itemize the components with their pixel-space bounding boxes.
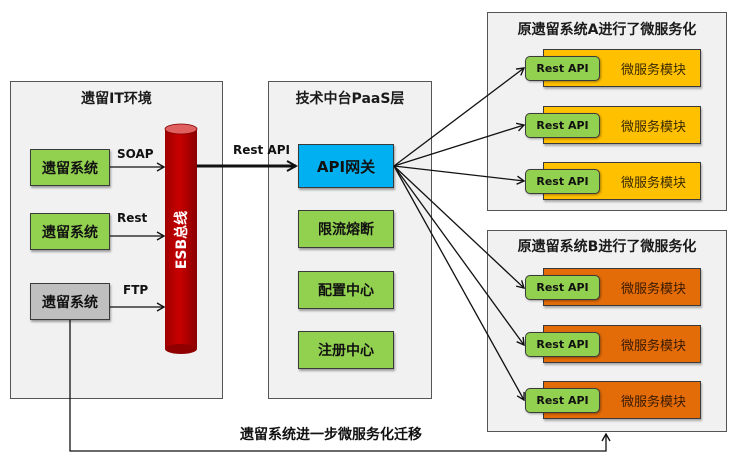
rest-api-endpoint-b2[interactable]: Rest API bbox=[525, 332, 600, 357]
rest-api-endpoint-a2[interactable]: Rest API bbox=[525, 113, 600, 138]
microservice-module-label: 微服务模块 bbox=[620, 62, 686, 78]
system-b-title: 原遗留系统B进行了微服务化 bbox=[517, 239, 697, 255]
legacy-system-label: 遗留系统 bbox=[42, 294, 98, 311]
legacy-env-title: 遗留IT环境 bbox=[81, 91, 152, 107]
rest-api-endpoint-a1[interactable]: Rest API bbox=[525, 56, 600, 81]
paas-component-label: 配置中心 bbox=[318, 283, 374, 299]
rest-api-label: Rest API bbox=[536, 175, 589, 188]
paas-title: 技术中台PaaS层 bbox=[295, 91, 405, 107]
paas-component-rate-limit[interactable]: 限流熔断 bbox=[298, 210, 394, 248]
protocol-label-ftp: FTP bbox=[123, 283, 149, 297]
protocol-label-rest: Rest bbox=[117, 211, 148, 225]
microservice-module-label: 微服务模块 bbox=[620, 175, 686, 191]
rest-api-endpoint-b1[interactable]: Rest API bbox=[525, 275, 600, 300]
microservice-module-label: 微服务模块 bbox=[620, 119, 686, 135]
api-gateway[interactable]: API网关 bbox=[298, 144, 394, 188]
rest-api-label: Rest API bbox=[536, 119, 589, 132]
rest-api-label: Rest API bbox=[536, 338, 589, 351]
legacy-system-label: 遗留系统 bbox=[42, 160, 98, 177]
migration-label: 遗留系统进一步微服务化迁移 bbox=[240, 427, 422, 443]
paas-component-registry[interactable]: 注册中心 bbox=[298, 331, 394, 369]
paas-component-label: 注册中心 bbox=[318, 343, 374, 359]
paas-component-config-center[interactable]: 配置中心 bbox=[298, 271, 394, 309]
microservice-module-label: 微服务模块 bbox=[620, 338, 686, 354]
esb-gateway-link-label: Rest API bbox=[233, 143, 290, 157]
microservice-module-label: 微服务模块 bbox=[620, 394, 686, 410]
rest-api-endpoint-b3[interactable]: Rest API bbox=[525, 388, 600, 413]
legacy-system-rest[interactable]: 遗留系统 bbox=[30, 213, 110, 250]
rest-api-endpoint-a3[interactable]: Rest API bbox=[525, 169, 600, 194]
protocol-label-soap: SOAP bbox=[117, 147, 154, 161]
esb-bus-label: ESB总线 bbox=[174, 210, 190, 270]
api-gateway-label: API网关 bbox=[316, 157, 376, 176]
rest-api-label: Rest API bbox=[536, 394, 589, 407]
paas-component-label: 限流熔断 bbox=[318, 222, 374, 238]
system-a-title: 原遗留系统A进行了微服务化 bbox=[517, 22, 697, 38]
legacy-system-label: 遗留系统 bbox=[42, 224, 98, 241]
legacy-system-soap[interactable]: 遗留系统 bbox=[30, 149, 110, 186]
rest-api-label: Rest API bbox=[536, 62, 589, 75]
rest-api-label: Rest API bbox=[536, 281, 589, 294]
microservice-module-label: 微服务模块 bbox=[620, 281, 686, 297]
legacy-system-ftp[interactable]: 遗留系统 bbox=[30, 283, 110, 320]
